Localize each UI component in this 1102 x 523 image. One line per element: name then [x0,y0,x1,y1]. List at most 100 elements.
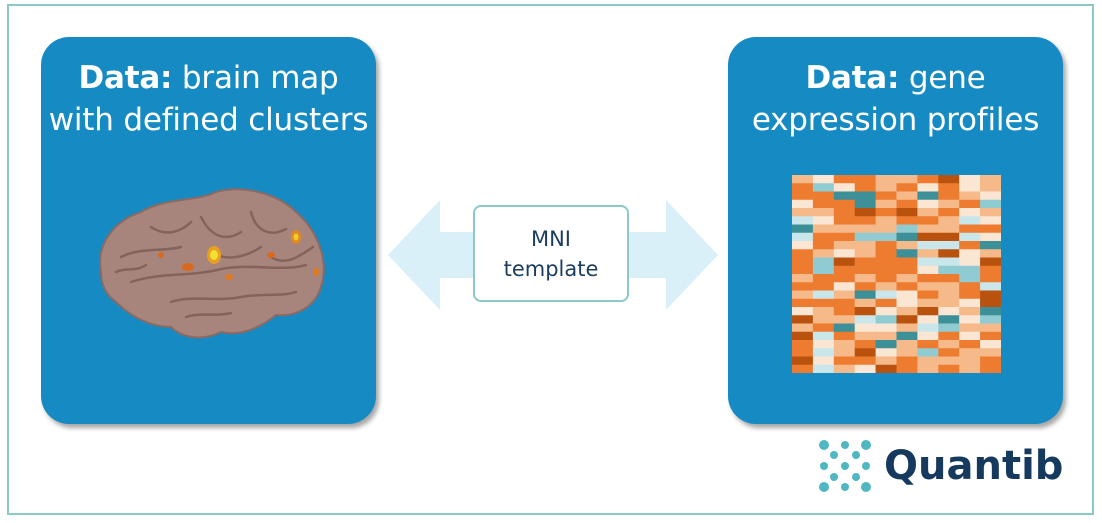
heatmap-cell [938,298,960,308]
heatmap-cell [812,290,835,300]
heatmap-cell [959,232,981,242]
heatmap-cell [875,191,897,201]
heatmap-cell [854,265,876,275]
heatmap-cell [812,191,835,201]
mni-label-line1: MNI [530,226,572,251]
heatmap-cell [812,175,835,184]
heatmap-cell [938,257,960,267]
heatmap-cell [812,216,835,225]
heatmap-cell [812,241,835,250]
heatmap-cell [812,340,835,349]
heatmap-cell [854,183,876,192]
heatmap-cell [896,191,918,201]
heatmap-cell [959,183,981,192]
heatmap-cell [792,224,814,234]
heatmap-cell [959,298,981,308]
heatmap-cell [959,323,981,333]
heatmap-cell [833,323,855,333]
heatmap-cell [854,224,876,234]
heatmap-cell [792,315,814,324]
heatmap-cell [854,232,876,242]
heatmap-cell [938,199,960,209]
heatmap-cell [917,241,939,250]
heatmap-cell [980,216,1001,225]
heatmap-cell [980,282,1001,291]
heatmap-cell [854,282,876,291]
heatmap-cell [792,216,814,225]
heatmap-cell [917,348,939,357]
heatmap-cell [854,356,876,366]
heatmap-cell [917,298,939,308]
heatmap-cell [854,216,876,225]
heatmap-cell [959,249,981,258]
heatmap-cell [833,290,855,300]
heatmap-cell [959,331,981,341]
heatmap-cell [959,224,981,234]
heatmap-cell [959,364,981,373]
heatmap-cell [980,224,1001,234]
heatmap-cell [833,175,855,184]
heatmap-cell [792,257,814,267]
heatmap-cell [917,216,939,225]
heatmap-cell [875,356,897,366]
heatmap-cell [854,199,876,209]
heatmap-cell [980,265,1001,275]
heatmap-cell [917,290,939,300]
heatmap-cell [854,249,876,258]
mni-template-box: MNI template [473,205,629,302]
heatmap-cell [875,241,897,250]
heatmap-cell [812,331,835,341]
heatmap-cell [812,323,835,333]
heatmap-cell [896,257,918,267]
heatmap-cell [792,249,814,258]
heatmap-cell [896,307,918,316]
heatmap-cell [896,298,918,308]
heatmap-cell [875,199,897,209]
heatmap-cell [896,323,918,333]
heatmap-cell [896,241,918,250]
heatmap-cell [812,208,835,217]
heatmap-cell [917,307,939,316]
heatmap-cell [854,323,876,333]
heatmap-cell [792,323,814,333]
heatmap-cell [896,232,918,242]
heatmap-cell [792,307,814,316]
gene-expression-panel: Data: gene expression profiles [728,37,1063,424]
heatmap-cell [854,364,876,373]
heatmap-cell [938,216,960,225]
heatmap-cell [812,307,835,316]
brain-map-title: Data: brain map with defined clusters [41,57,376,141]
heatmap-cell [875,340,897,349]
heatmap-cell [812,274,835,283]
gene-expression-title-line2: expression profiles [751,102,1040,138]
heatmap-cell [980,274,1001,283]
heatmap-cell [792,356,814,366]
heatmap-cell [938,331,960,341]
heatmap-cell [792,191,814,201]
quantib-logo: Quantib [816,437,1076,497]
heatmap-cell [959,307,981,316]
heatmap-cell [917,183,939,192]
heatmap-cell [833,331,855,341]
brain-map-title-line1: brain map [172,60,339,96]
heatmap-cell [792,282,814,291]
heatmap-cell [875,257,897,267]
gene-expression-title-bold: Data: [805,60,900,96]
heatmap-cell [917,224,939,234]
heatmap-cell [959,265,981,275]
heatmap-cell [938,175,960,184]
heatmap-cell [896,199,918,209]
heatmap-cell [875,265,897,275]
heatmap-cell [812,364,835,373]
heatmap-cell [875,208,897,217]
heatmap-cell [980,315,1001,324]
heatmap-cell [980,290,1001,300]
heatmap-cell [854,348,876,357]
heatmap-cell [896,340,918,349]
heatmap-cell [938,282,960,291]
brain-map-panel: Data: brain map with defined clusters [41,37,376,424]
heatmap-cell [959,340,981,349]
heatmap-cell [833,307,855,316]
heatmap-cell [896,282,918,291]
brain-map-title-bold: Data: [78,60,173,96]
